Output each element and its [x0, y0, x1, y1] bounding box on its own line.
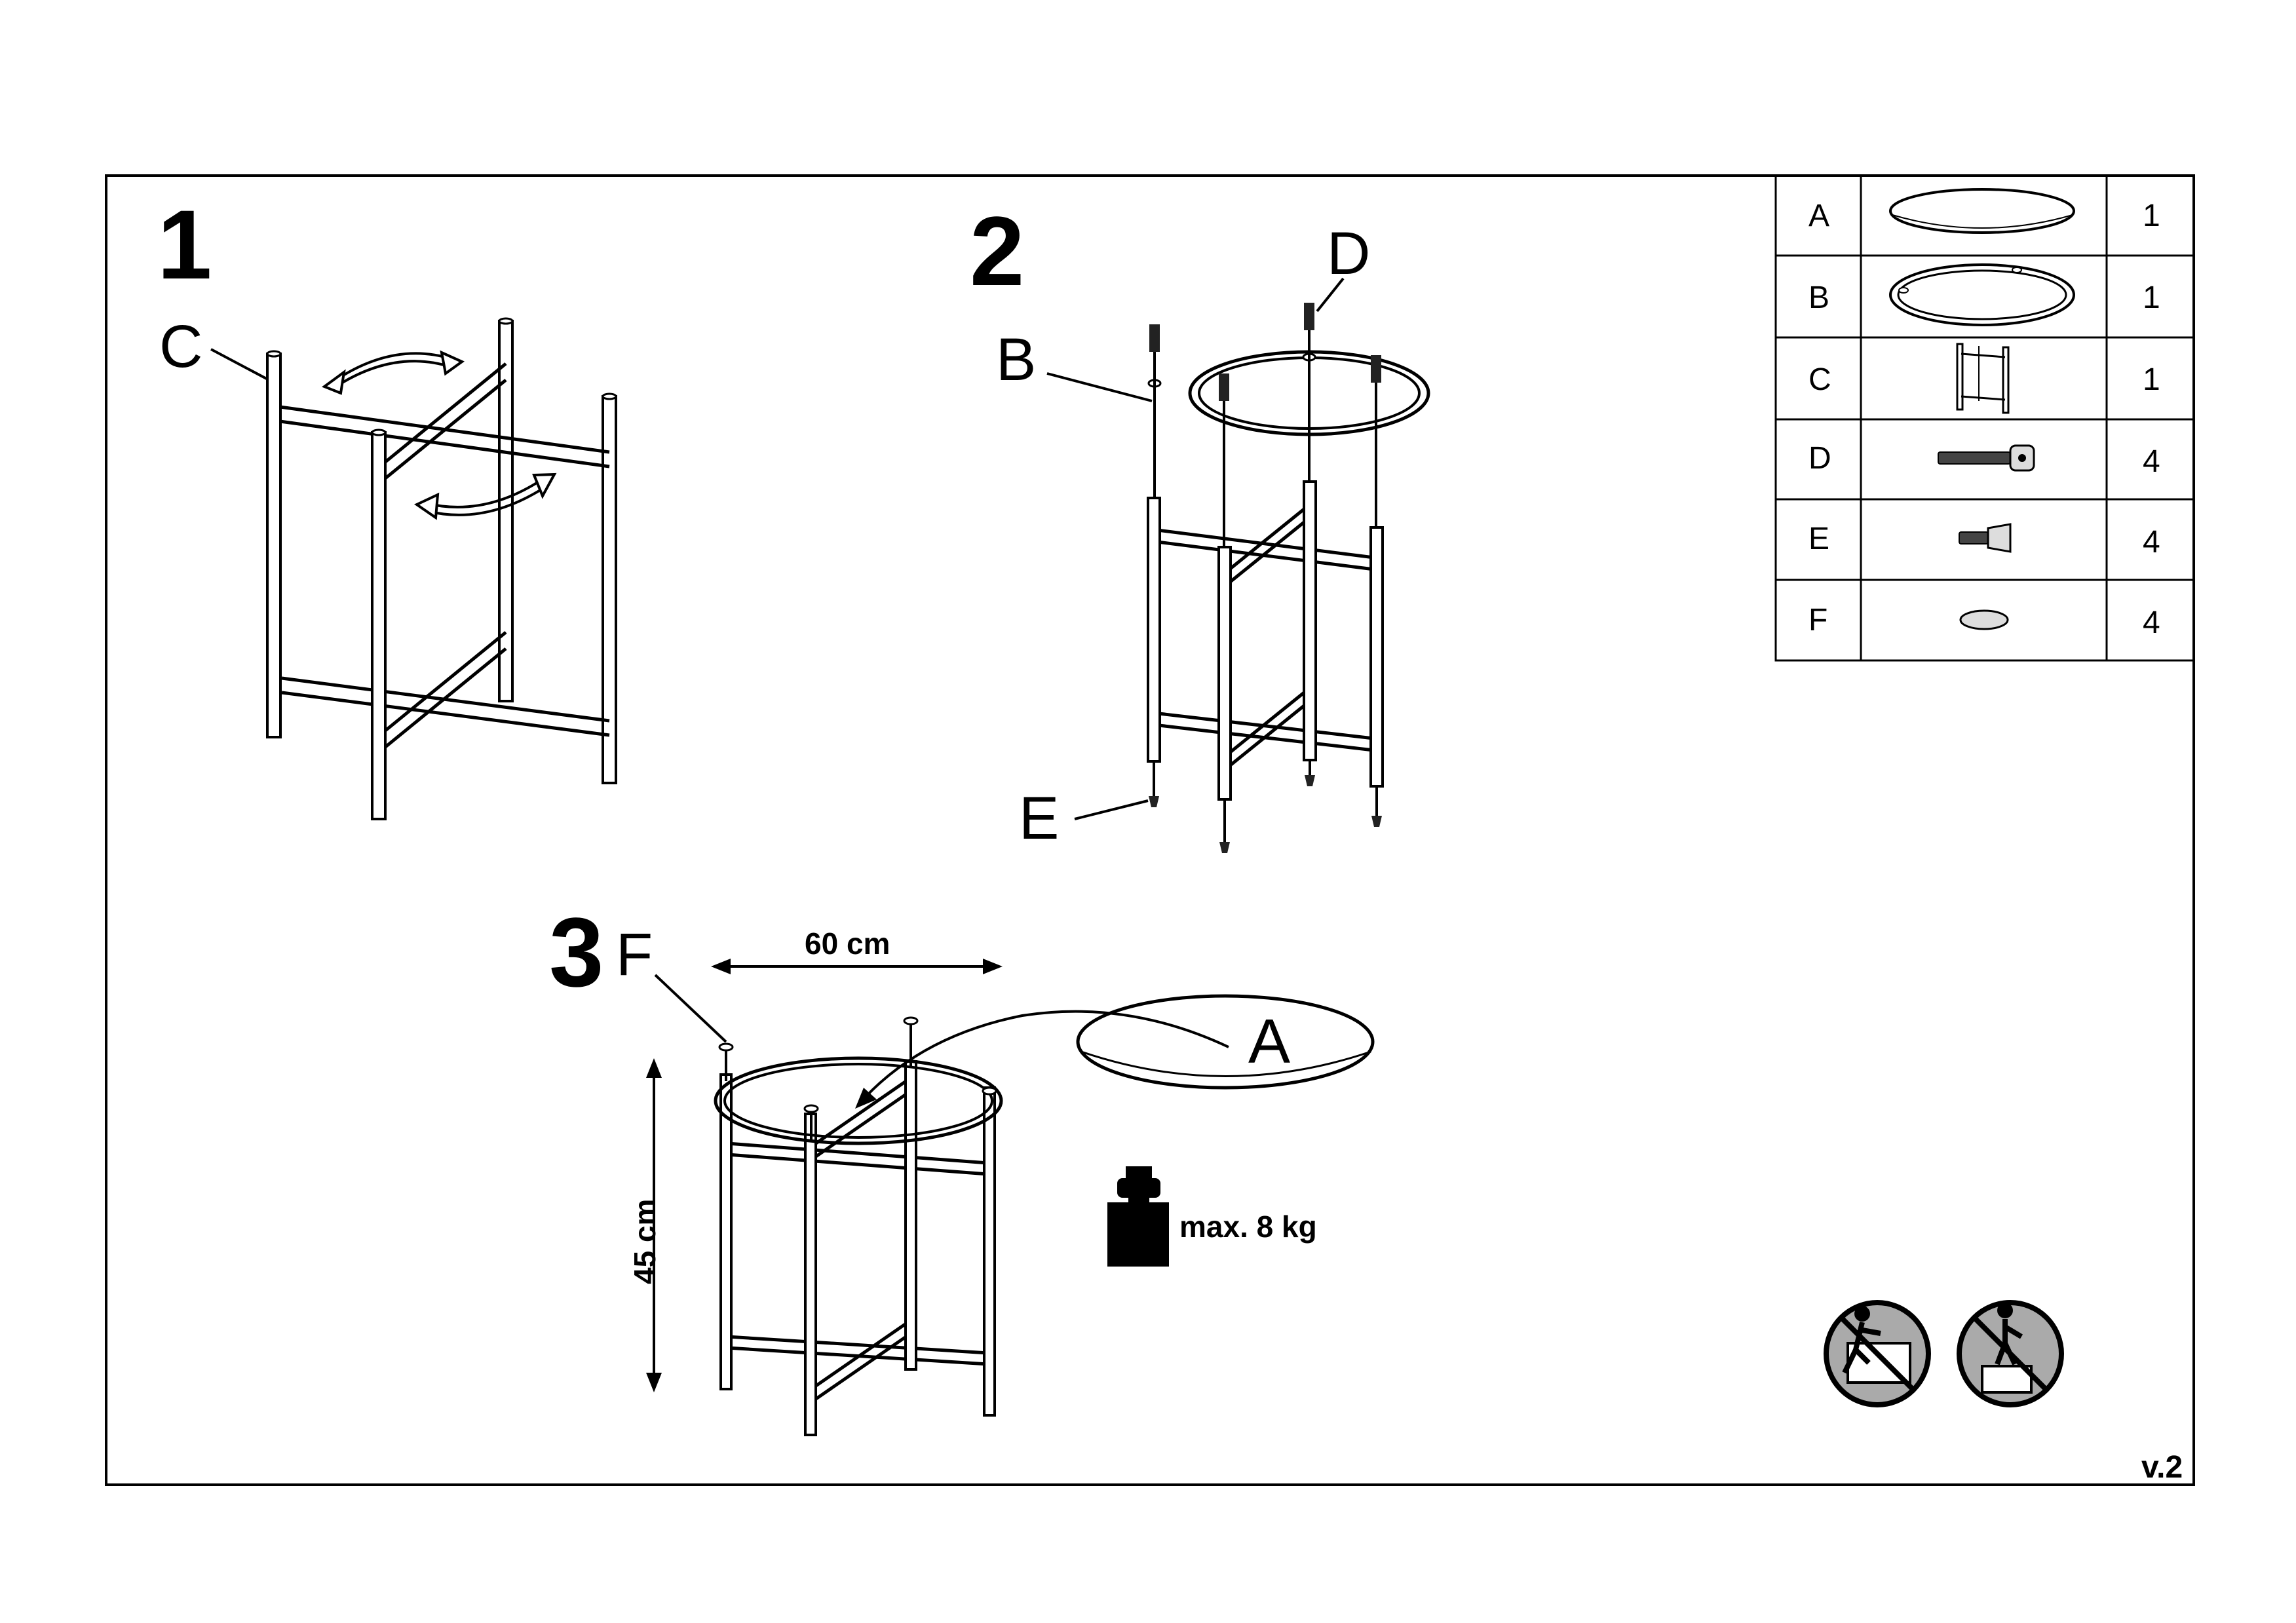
step-2-callout-e: E: [1019, 785, 1059, 852]
part-code: A: [1808, 199, 1829, 233]
leg-frame-exploded: [1147, 480, 1384, 801]
foot-e-set: [1149, 760, 1382, 853]
place-top-arrow: [855, 1010, 1229, 1109]
width-dimension-arrow: [711, 959, 1003, 974]
leg-frame-drawing: [266, 317, 617, 820]
parts-row-e: E 4: [1808, 522, 2160, 560]
step-1: 1 C: [157, 189, 617, 820]
step-3: 3 F 60 cm 45 cm: [549, 897, 1375, 1436]
short-bolt-icon: [1959, 523, 2012, 553]
long-bolt-icon: [1938, 444, 2035, 472]
step-3-callout-a: A: [1248, 1006, 1290, 1077]
width-dimension-label: 60 cm: [805, 926, 890, 961]
height-dimension-label: 45 cm: [628, 1199, 662, 1284]
rotate-arrow-icon: [321, 350, 465, 395]
ring-frame-icon: [1889, 263, 2075, 326]
step-2-number: 2: [970, 196, 1024, 306]
step-1-number: 1: [157, 189, 212, 299]
parts-row-f: F 4: [1808, 603, 2160, 640]
assembled-table-drawing: [714, 1056, 1003, 1436]
callout-d-leader: [1316, 277, 1345, 313]
glass-top-drawing: [1076, 994, 1375, 1090]
parts-row-d: D 4: [1808, 441, 2160, 479]
part-code: E: [1808, 522, 1829, 556]
part-code: F: [1808, 603, 1827, 638]
step-3-callout-f: F: [616, 921, 653, 988]
max-load-label: max. 8 kg: [1179, 1210, 1317, 1244]
callout-c-leader: [210, 348, 276, 385]
part-qty: 1: [2143, 199, 2160, 233]
step-2: 2 B D E: [970, 196, 1430, 853]
callout-b-leader: [1046, 372, 1153, 402]
parts-row-b: B 1: [1808, 263, 2160, 326]
parts-row-c: C 1: [1808, 343, 2160, 414]
part-qty: 4: [2143, 525, 2160, 560]
ring-frame-drawing: [1147, 350, 1430, 436]
parts-table: A 1 B 1 C: [1774, 174, 2195, 662]
part-qty: 1: [2143, 362, 2160, 397]
part-code: B: [1808, 280, 1829, 315]
step-2-callout-b: B: [996, 326, 1036, 393]
no-standing-icon: [1957, 1300, 2064, 1407]
step-3-number: 3: [549, 897, 603, 1007]
height-dimension-arrow: [646, 1058, 662, 1392]
bolt-d-set: [1149, 303, 1381, 547]
weight-icon: [1107, 1166, 1169, 1267]
part-qty: 4: [2143, 444, 2160, 479]
leg-frame-icon: [1956, 343, 2010, 414]
glass-top-icon: [1889, 188, 2075, 234]
part-code: D: [1808, 441, 1831, 476]
felt-pad-icon: [1959, 609, 2009, 630]
part-qty: 1: [2143, 280, 2160, 315]
no-climbing-icon: [1824, 1300, 1931, 1407]
version-label: v.2: [2141, 1450, 2183, 1485]
sheet-border: [105, 174, 2195, 1486]
part-code: C: [1808, 362, 1831, 397]
rotate-arrow-icon: [413, 472, 557, 520]
step-2-callout-d: D: [1327, 220, 1370, 287]
part-qty: 4: [2143, 605, 2160, 640]
parts-row-a: A 1: [1808, 188, 2160, 234]
callout-e-leader: [1074, 799, 1149, 820]
step-1-callout-c: C: [159, 313, 202, 380]
callout-f-leader: [654, 974, 727, 1043]
